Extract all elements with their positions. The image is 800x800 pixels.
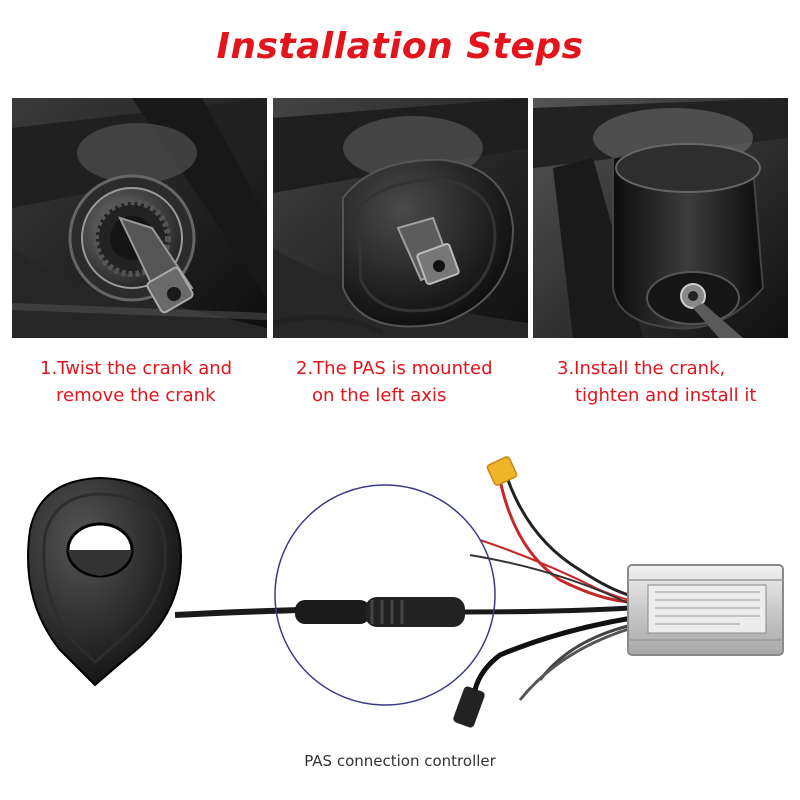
step-2-line-1: 2.The PAS is mounted <box>296 358 493 379</box>
step-3-line-2: tighten and install it <box>575 385 757 406</box>
product-illustration <box>0 440 800 740</box>
step-2-caption: 2.The PAS is mounted on the left axis <box>296 355 493 409</box>
step-1-photo <box>12 98 267 338</box>
step-1-caption: 1.Twist the crank and remove the crank <box>40 355 232 409</box>
step-3-photo <box>533 98 788 338</box>
step-2-line-2: on the left axis <box>312 385 447 406</box>
step-2-photo <box>273 98 528 338</box>
page-title: Installation Steps <box>216 26 584 67</box>
step-1-line-2: remove the crank <box>56 385 216 406</box>
product-caption: PAS connection controller <box>304 752 496 770</box>
step-1-line-1: 1.Twist the crank and <box>40 358 233 379</box>
step-3-line-1: 3.Install the crank, <box>557 358 726 379</box>
step-3-caption: 3.Install the crank, tighten and install… <box>557 355 756 409</box>
